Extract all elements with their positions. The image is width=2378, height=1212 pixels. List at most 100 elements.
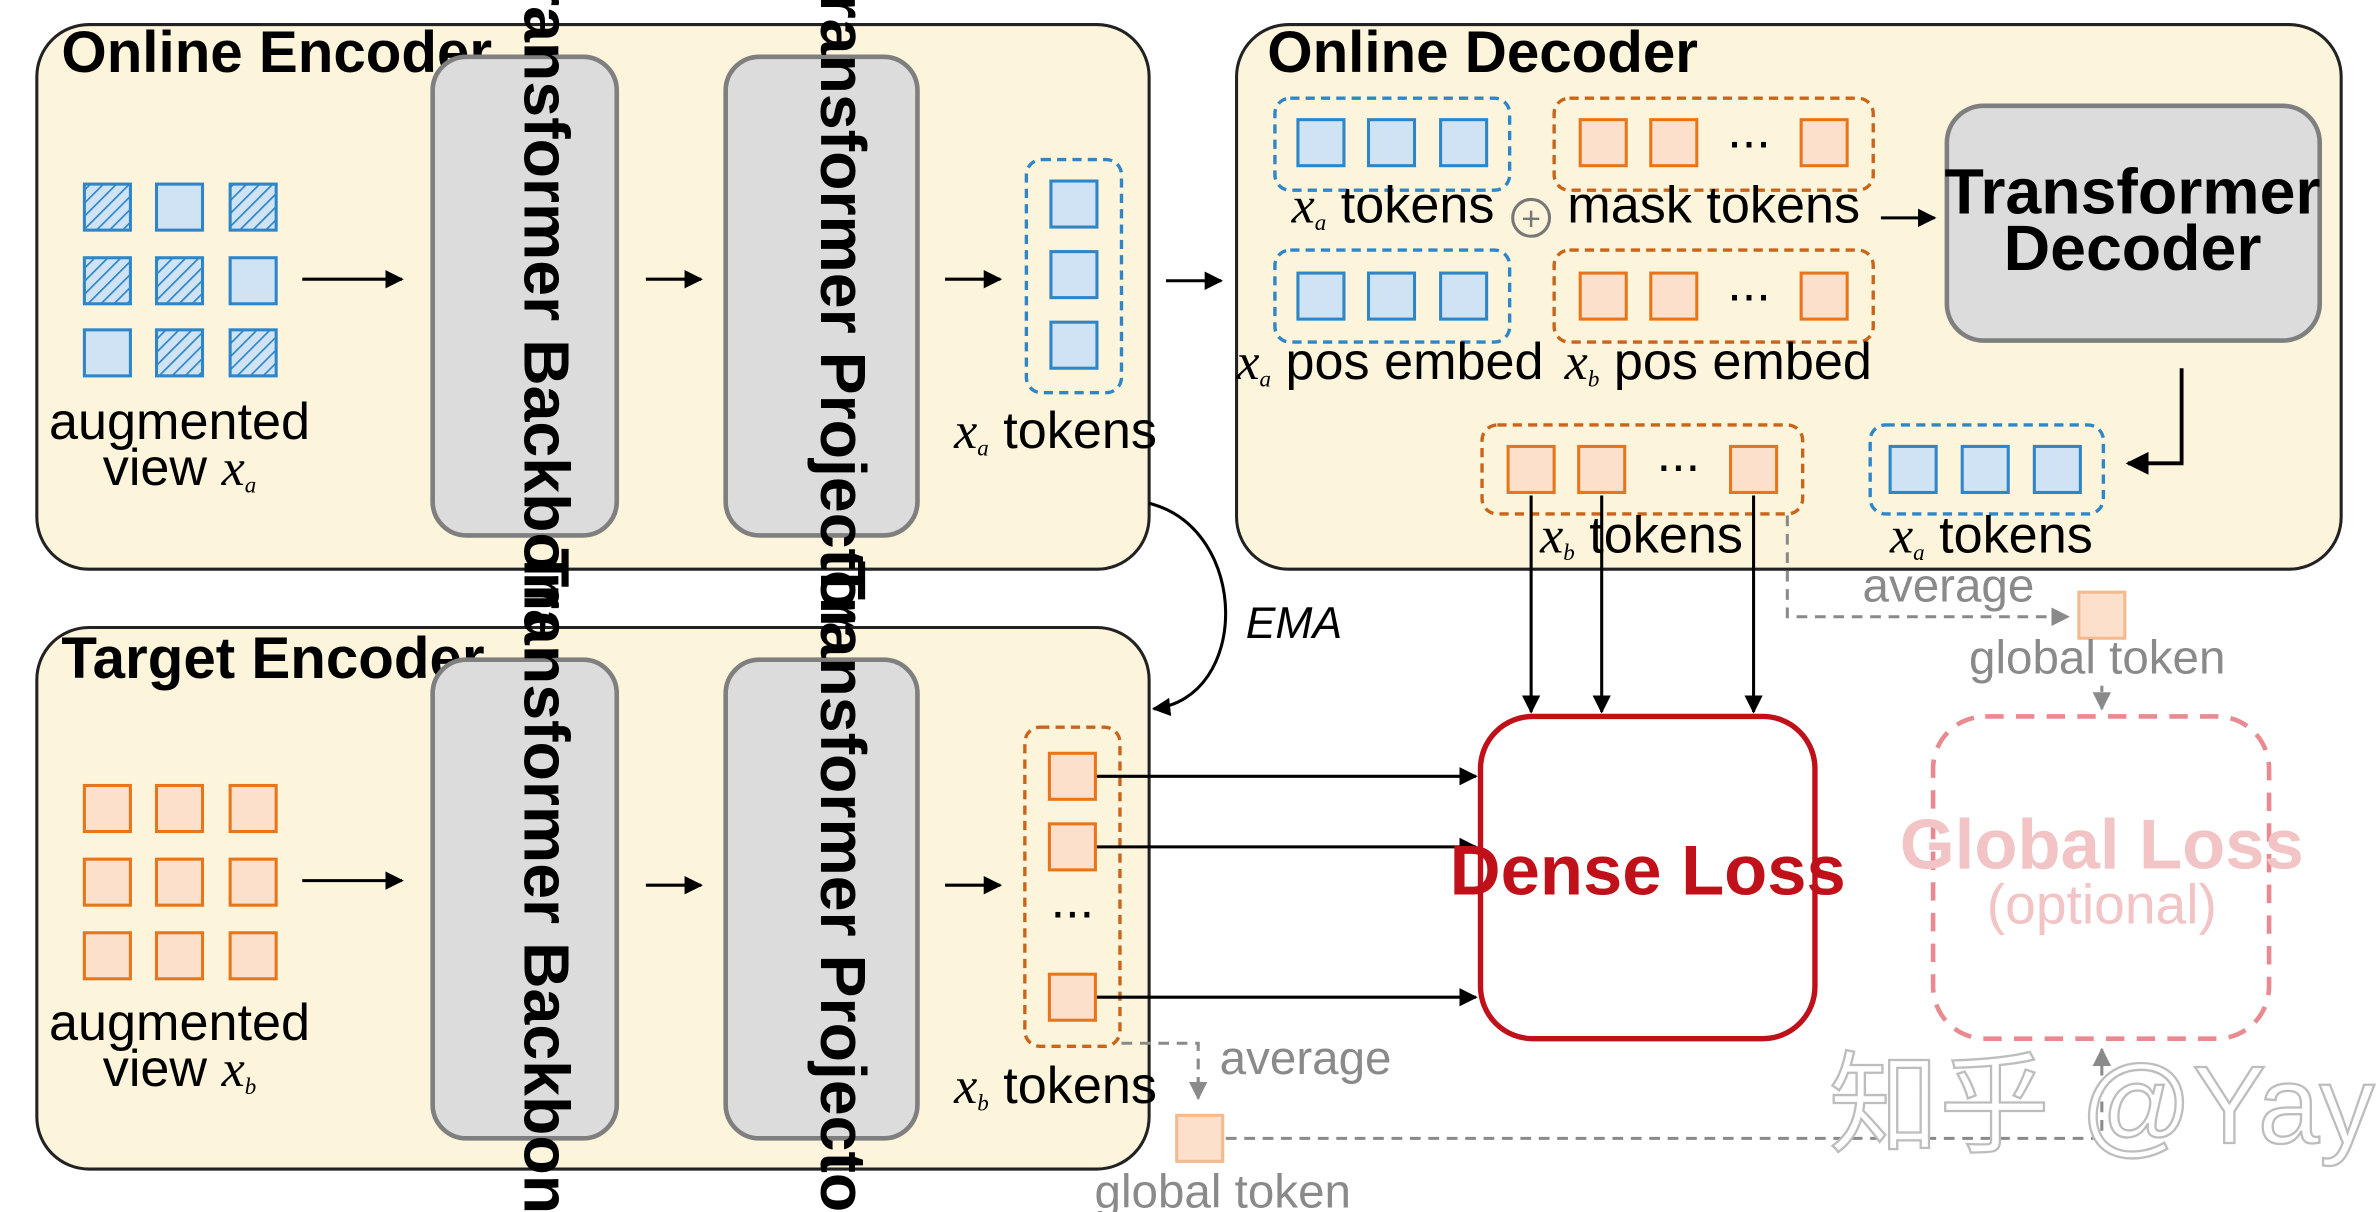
token-square-icon xyxy=(1578,271,1628,321)
plain-patch-icon xyxy=(228,857,278,907)
plain-patch-icon xyxy=(228,931,278,981)
online-projector-block xyxy=(723,54,920,538)
target-output-tokens: ... xyxy=(1023,725,1122,1048)
plain-patch-icon xyxy=(82,931,132,981)
plain-patch-icon xyxy=(154,182,205,232)
token-square-icon xyxy=(1049,320,1099,370)
target-average-label: average xyxy=(1220,1032,1392,1085)
online-input-caption-line1: augmented xyxy=(49,393,310,451)
token-square-icon xyxy=(1047,822,1097,872)
hatched-patch-icon xyxy=(82,256,132,306)
online-projector-label: Transformer Projector xyxy=(807,0,879,634)
online-output-tokens-label: xa tokens xyxy=(953,402,1157,461)
global-loss-optional-label: (optional) xyxy=(1987,874,2217,936)
plain-patch-icon xyxy=(154,783,205,834)
plain-patch-icon xyxy=(82,328,132,378)
decoder-average-arrow xyxy=(1785,515,2070,626)
plain-patch-icon xyxy=(154,857,205,907)
ema-arrow xyxy=(1148,501,1228,717)
token-square-icon xyxy=(1049,250,1099,300)
decoder-xb-pos-label: xb pos embed xyxy=(1564,333,1872,392)
plain-patch-icon xyxy=(228,256,278,306)
decoder-xa-pos-group xyxy=(1273,248,1512,344)
token-square-icon xyxy=(1578,118,1628,168)
decoder-mask-tokens-label: mask tokens xyxy=(1567,176,1860,234)
decoder-output-xb-ellipsis: ... xyxy=(1657,425,1700,483)
token-square-icon xyxy=(1960,444,2010,495)
target-input-caption-line2: view xb xyxy=(103,1040,256,1099)
token-square-icon xyxy=(1047,751,1097,801)
target-tokens-ellipsis: ... xyxy=(1051,871,1094,929)
target-backbone-block xyxy=(430,657,620,1141)
token-group-outline xyxy=(1023,725,1122,1048)
online-patch-grid xyxy=(82,182,278,378)
online-encoder-title: Online Encoder xyxy=(61,20,492,85)
target-projector-label: Transformer Projector xyxy=(807,561,879,1212)
token-square-icon xyxy=(1649,271,1699,321)
token-square-icon xyxy=(1439,118,1489,168)
global-loss-box xyxy=(1930,714,2272,1041)
target-encoder-title: Target Encoder xyxy=(61,626,484,691)
token-square-icon xyxy=(1296,271,1346,321)
token-square-icon xyxy=(1366,271,1417,321)
online-backbone-label: Transformer Backbone xyxy=(511,0,583,647)
token-square-icon xyxy=(2032,444,2082,495)
plain-patch-icon xyxy=(82,783,132,834)
decoder-xa-tokens-group xyxy=(1273,96,1512,192)
dense-loss-label: Dense Loss xyxy=(1450,830,1846,909)
decoder-global-token-icon xyxy=(2077,590,2127,640)
token-group-outline xyxy=(1024,157,1124,395)
decoder-mask-ellipsis: ... xyxy=(1727,101,1770,159)
decoder-output-xb-label: xb tokens xyxy=(1539,506,1743,565)
decoder-xb-pos-ellipsis: ... xyxy=(1727,255,1770,313)
target-average-arrow xyxy=(1121,1041,1208,1101)
online-input-caption-line2: view xa xyxy=(103,439,256,498)
plus-symbol: + xyxy=(1521,200,1541,238)
token-square-icon xyxy=(1799,118,1849,168)
decoder-output-xb-group xyxy=(1480,423,1805,516)
decoder-average-label: average xyxy=(1863,559,2035,612)
hatched-patch-icon xyxy=(82,182,132,232)
token-square-icon xyxy=(1296,118,1346,168)
target-global-token-icon xyxy=(1175,1113,1225,1163)
hatched-patch-icon xyxy=(154,256,205,306)
token-square-icon xyxy=(1506,444,1556,495)
target-output-tokens-label: xb tokens xyxy=(953,1057,1157,1116)
transformer-decoder-label-line1: Transformer xyxy=(1945,155,2321,227)
online-output-tokens xyxy=(1024,157,1124,395)
online-decoder-panel: Online Decoder xa tokens ... mask tokens… xyxy=(1235,20,2343,571)
target-input-caption-line1: augmented xyxy=(49,994,310,1052)
decoder-xa-pos-label: xa pos embed xyxy=(1235,333,1543,392)
ema-label: EMA xyxy=(1246,599,1342,648)
token-square-icon xyxy=(1649,118,1699,168)
arrow-icon xyxy=(2125,368,2184,475)
online-decoder-title: Online Decoder xyxy=(1267,20,1698,85)
target-projector-block xyxy=(723,657,920,1141)
token-square-icon xyxy=(1577,444,1627,495)
plain-patch-icon xyxy=(154,931,205,981)
dense-loss-box xyxy=(1477,713,1818,1042)
decoder-output-xa-group xyxy=(1868,423,2106,516)
global-token-to-loss-arrow xyxy=(1225,1047,2112,1140)
target-global-token-label: global token xyxy=(1095,1165,1351,1212)
token-square-icon xyxy=(1047,972,1097,1022)
decoder-output-xa-label: xa tokens xyxy=(1889,506,2093,565)
target-patch-grid xyxy=(82,783,278,981)
hatched-patch-icon xyxy=(228,328,278,378)
plain-patch-icon xyxy=(82,857,132,907)
decoder-xb-pos-group xyxy=(1552,248,1875,344)
token-square-icon xyxy=(1439,271,1489,321)
online-backbone-block xyxy=(430,54,620,538)
transformer-decoder-label-line2: Decoder xyxy=(2004,212,2262,284)
plus-circle-icon xyxy=(1511,197,1552,238)
hatched-patch-icon xyxy=(228,182,278,232)
token-square-icon xyxy=(1888,444,1938,495)
global-loss-label: Global Loss xyxy=(1900,804,2304,883)
hatched-patch-icon xyxy=(154,328,205,378)
transformer-decoder-block xyxy=(1944,103,2322,343)
token-square-icon xyxy=(1366,118,1417,168)
decoder-xa-tokens-label: xa tokens xyxy=(1291,176,1495,235)
token-square-icon xyxy=(1729,444,1779,495)
target-encoder-panel: Target Encoder augmented view xb Transfo… xyxy=(35,548,1157,1212)
